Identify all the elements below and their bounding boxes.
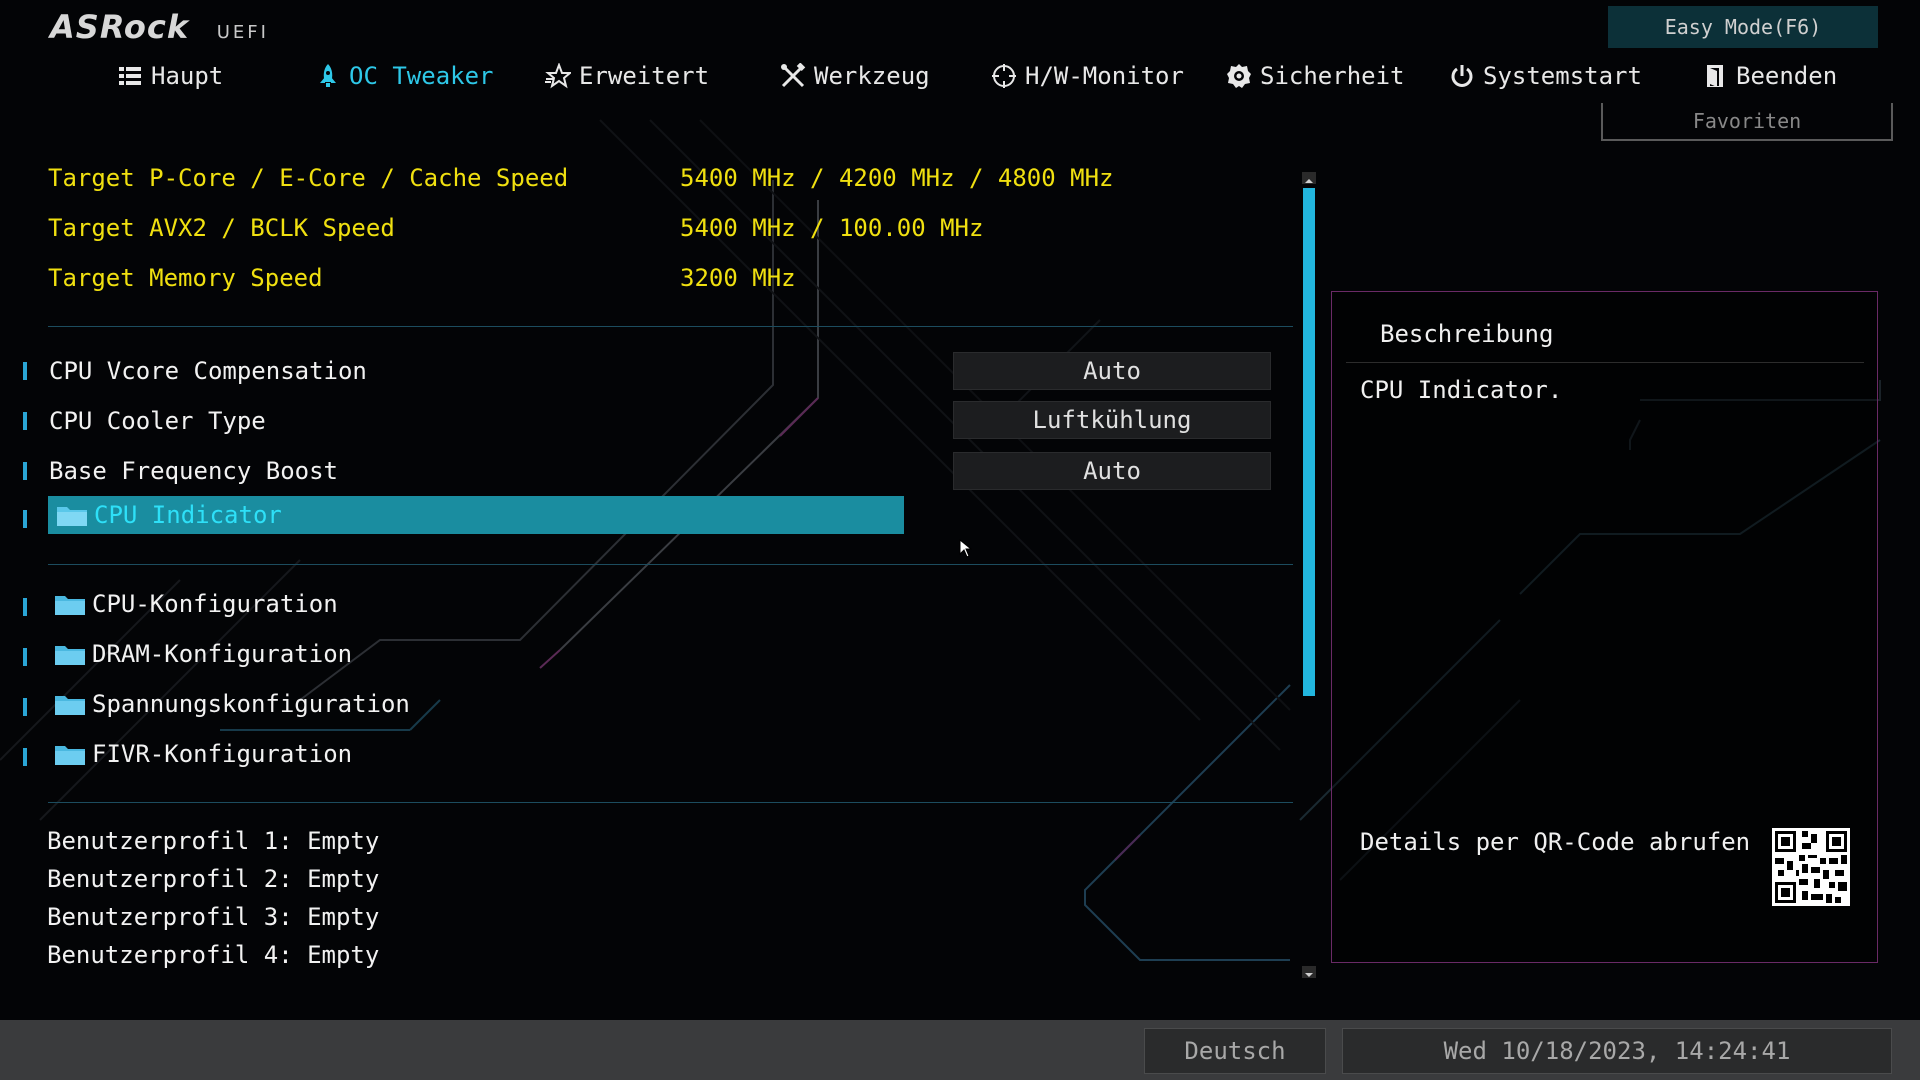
- scrollbar[interactable]: [1302, 172, 1316, 978]
- submenu-label: FIVR-Konfiguration: [92, 740, 353, 768]
- folder-icon: [55, 596, 85, 615]
- tools-icon: [781, 63, 806, 88]
- brand-sub: UEFI: [216, 22, 269, 43]
- qr-code-image[interactable]: [1772, 828, 1850, 906]
- tab-erweitert[interactable]: Erweitert: [545, 56, 709, 96]
- option-bullet: [23, 510, 27, 528]
- target-pcore-label: Target P-Core / E-Core / Cache Speed: [48, 164, 569, 192]
- option-bullet: [23, 362, 27, 380]
- tab-beenden[interactable]: Beenden: [1702, 56, 1837, 96]
- option-cpu-vcore-compensation[interactable]: CPU Vcore Compensation: [49, 357, 367, 385]
- tab-sicherheit[interactable]: Sicherheit: [1226, 56, 1405, 96]
- tab-label: Beenden: [1736, 62, 1838, 90]
- cpu-vcore-compensation-value[interactable]: Auto: [953, 352, 1271, 390]
- target-avx2-label: Target AVX2 / BCLK Speed: [48, 214, 395, 242]
- user-profile-3[interactable]: Benutzerprofil 3: Empty: [47, 903, 380, 931]
- list-icon: [119, 67, 141, 85]
- divider: [48, 802, 1293, 803]
- tab-hw-monitor[interactable]: H/W-Monitor: [991, 56, 1184, 96]
- folder-icon: [55, 746, 85, 765]
- shield-icon: [1227, 64, 1251, 88]
- qr-code-label: Details per QR-Code abrufen: [1360, 828, 1751, 856]
- submenu-fivr-konfiguration[interactable]: FIVR-Konfiguration: [54, 736, 352, 772]
- tab-label: Sicherheit: [1260, 62, 1405, 90]
- tab-label: Erweitert: [579, 62, 710, 90]
- star-icon: [545, 63, 571, 89]
- submenu-label: DRAM-Konfiguration: [92, 640, 353, 668]
- target-memory-label: Target Memory Speed: [48, 264, 323, 292]
- asrock-logo: ASRock UEFI: [50, 8, 269, 46]
- tab-oc-tweaker[interactable]: OC Tweaker: [315, 56, 494, 96]
- cpu-cooler-type-value[interactable]: Luftkühlung: [953, 401, 1271, 439]
- target-memory-value: 3200 MHz: [680, 264, 796, 292]
- folder-icon: [55, 696, 85, 715]
- divider: [48, 564, 1293, 565]
- selected-item-label: CPU Indicator: [94, 501, 282, 529]
- tab-label: Werkzeug: [814, 62, 930, 90]
- folder-icon: [57, 507, 87, 526]
- mouse-cursor-icon: [959, 539, 973, 558]
- submenu-dram-konfiguration[interactable]: DRAM-Konfiguration: [54, 636, 352, 672]
- submenu-bullet: [23, 698, 27, 716]
- divider: [48, 326, 1293, 327]
- favorites-button[interactable]: Favoriten: [1601, 103, 1893, 141]
- folder-icon: [55, 646, 85, 665]
- submenu-label: Spannungskonfiguration: [92, 690, 410, 718]
- scroll-thumb[interactable]: [1303, 188, 1315, 696]
- submenu-spannungskonfiguration[interactable]: Spannungskonfiguration: [54, 686, 410, 722]
- power-icon: [1451, 65, 1473, 87]
- submenu-label: CPU-Konfiguration: [92, 590, 338, 618]
- easy-mode-button[interactable]: Easy Mode(F6): [1608, 6, 1878, 48]
- tab-label: Systemstart: [1483, 62, 1642, 90]
- scroll-down-arrow[interactable]: [1302, 966, 1316, 978]
- selected-item-cpu-indicator[interactable]: CPU Indicator: [48, 496, 904, 534]
- crosshair-icon: [992, 64, 1016, 88]
- submenu-bullet: [23, 598, 27, 616]
- submenu-cpu-konfiguration[interactable]: CPU-Konfiguration: [54, 586, 338, 622]
- target-pcore-value: 5400 MHz / 4200 MHz / 4800 MHz: [680, 164, 1114, 192]
- tab-label: H/W-Monitor: [1025, 62, 1184, 90]
- tab-label: Haupt: [151, 62, 224, 90]
- submenu-bullet: [23, 748, 27, 766]
- exit-icon: [1707, 65, 1723, 87]
- rocket-icon: [320, 64, 336, 87]
- option-base-frequency-boost[interactable]: Base Frequency Boost: [49, 457, 338, 485]
- description-divider: [1346, 362, 1864, 363]
- brand-name: ASRock: [50, 8, 190, 46]
- tab-systemstart[interactable]: Systemstart: [1449, 56, 1642, 96]
- option-bullet: [23, 462, 27, 480]
- tab-label: OC Tweaker: [349, 62, 494, 90]
- main-menu: Haupt OC Tweaker Erweitert Werkzeug H/W-…: [0, 56, 1920, 96]
- user-profile-1[interactable]: Benutzerprofil 1: Empty: [47, 827, 380, 855]
- tab-werkzeug[interactable]: Werkzeug: [780, 56, 930, 96]
- description-text: CPU Indicator.: [1360, 376, 1563, 404]
- target-avx2-value: 5400 MHz / 100.00 MHz: [680, 214, 984, 242]
- base-frequency-boost-value[interactable]: Auto: [953, 452, 1271, 490]
- description-panel: Beschreibung CPU Indicator. Details per …: [1331, 291, 1878, 963]
- user-profile-4[interactable]: Benutzerprofil 4: Empty: [47, 941, 380, 969]
- chevron-down-icon: [1305, 973, 1313, 977]
- datetime-display: Wed 10/18/2023, 14:24:41: [1342, 1028, 1892, 1074]
- scroll-up-arrow[interactable]: [1302, 172, 1316, 184]
- option-bullet: [23, 412, 27, 430]
- chevron-up-icon: [1305, 179, 1313, 183]
- user-profile-2[interactable]: Benutzerprofil 2: Empty: [47, 865, 380, 893]
- option-cpu-cooler-type[interactable]: CPU Cooler Type: [49, 407, 266, 435]
- description-title: Beschreibung: [1380, 320, 1554, 348]
- language-button[interactable]: Deutsch: [1144, 1028, 1326, 1074]
- footer-bar: Deutsch Wed 10/18/2023, 14:24:41: [0, 1020, 1920, 1080]
- submenu-bullet: [23, 648, 27, 666]
- tab-haupt[interactable]: Haupt: [117, 56, 223, 96]
